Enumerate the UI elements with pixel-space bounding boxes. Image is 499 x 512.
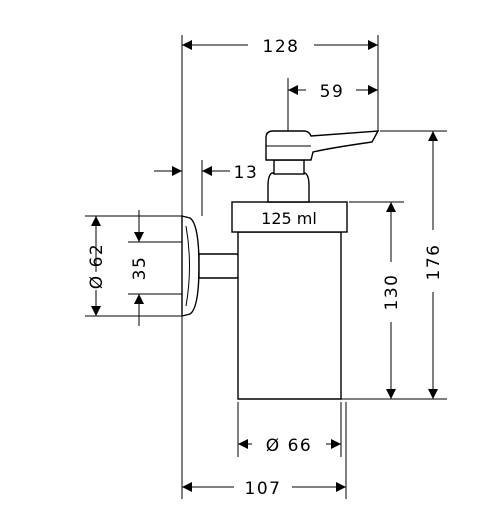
capacity-label: 125 ml	[261, 209, 317, 228]
dim-bottom-depth: 107	[245, 479, 282, 499]
dim-plate-hole-spacing: 35	[130, 256, 150, 281]
dim-wall-plate-offset: 13	[234, 163, 259, 183]
dim-glass-diameter: Ø 66	[266, 436, 312, 456]
dim-total-depth: 128	[263, 37, 300, 57]
dim-total-height: 176	[424, 244, 444, 281]
dim-pump-spout: 59	[320, 82, 345, 102]
wall-plate	[181, 215, 200, 317]
dim-glass-height: 130	[382, 274, 402, 311]
dimension-lines	[91, 40, 438, 492]
pump-collar	[273, 159, 305, 175]
mounting-arm	[198, 253, 241, 279]
dim-plate-diameter: Ø 62	[87, 243, 107, 289]
soap-dispenser	[181, 130, 380, 400]
extension-lines	[85, 35, 447, 499]
pump-neck	[267, 172, 310, 203]
pump-head	[265, 130, 380, 161]
glass-container	[237, 231, 342, 400]
